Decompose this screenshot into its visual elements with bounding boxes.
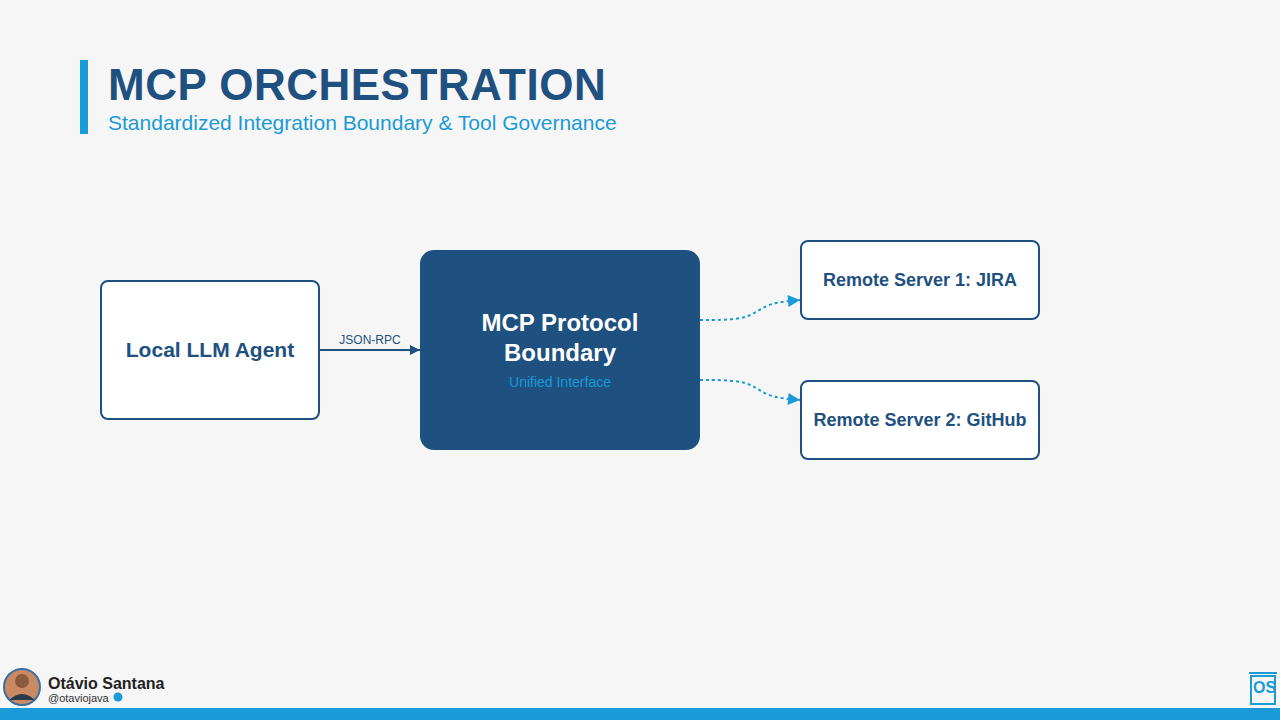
avatar-head	[15, 674, 29, 688]
connector-arrow	[320, 349, 420, 351]
node-title: Remote Server 2: GitHub	[813, 409, 1026, 432]
logo-text: OS	[1253, 679, 1276, 697]
node-title: Remote Server 1: JIRA	[823, 269, 1017, 292]
author-avatar	[4, 669, 40, 705]
server-box: Remote Server 1: JIRA	[800, 240, 1040, 320]
connector-arrow	[700, 300, 800, 320]
verified-badge	[114, 693, 123, 702]
slide-title: MCP ORCHESTRATION	[108, 60, 606, 110]
protocol-box: MCP Protocol BoundaryUnified Interface	[420, 250, 700, 450]
footer-bar	[0, 708, 1280, 720]
edge-label: JSON-RPC	[339, 333, 400, 347]
author-handle: @otaviojava	[48, 692, 109, 704]
server-box: Remote Server 2: GitHub	[800, 380, 1040, 460]
author-name: Otávio Santana	[48, 675, 164, 693]
logo-rule	[1249, 672, 1277, 674]
node-title: Local LLM Agent	[126, 337, 294, 363]
subtitle: Standardized Integration Boundary & Tool…	[108, 111, 617, 135]
connector-arrow	[700, 380, 800, 400]
server-box: Local LLM Agent	[100, 280, 320, 420]
avatar-shoulders	[9, 694, 35, 700]
node-subtitle: Unified Interface	[509, 374, 611, 392]
node-title: MCP Protocol Boundary	[430, 308, 690, 368]
title-accent-bar	[80, 60, 88, 134]
